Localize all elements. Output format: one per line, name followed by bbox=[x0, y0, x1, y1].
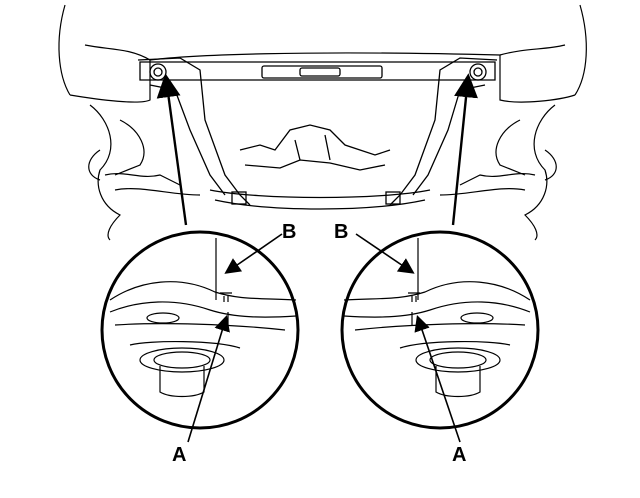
label-a-right: A bbox=[452, 444, 467, 466]
label-b-right: B bbox=[334, 221, 349, 243]
vehicle-underbody bbox=[58, 4, 587, 241]
a-pointer-left bbox=[187, 314, 230, 443]
a-pointer-right bbox=[414, 314, 461, 443]
label-a-left: A bbox=[172, 444, 187, 466]
pointer-arrow-left bbox=[156, 73, 188, 226]
detail-circle-right bbox=[340, 230, 540, 443]
label-b-left: B bbox=[282, 221, 297, 243]
pointer-arrow-right bbox=[451, 73, 478, 226]
b-pointer-left bbox=[224, 233, 283, 274]
b-pointer-right bbox=[355, 233, 415, 274]
detail-circle-left bbox=[100, 230, 300, 443]
front-subframe bbox=[137, 57, 498, 210]
